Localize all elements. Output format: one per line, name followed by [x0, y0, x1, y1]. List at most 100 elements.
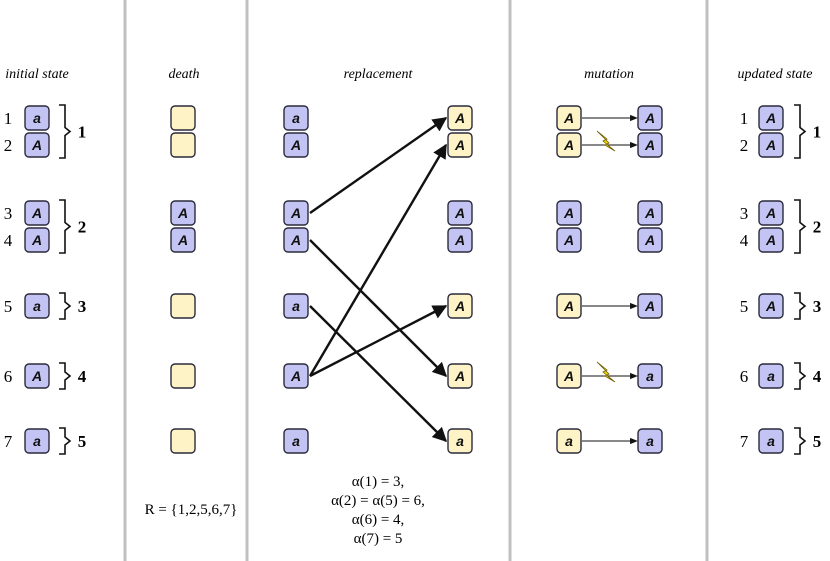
replacement-offspring-7: a	[447, 428, 473, 454]
initial-index-4: 4	[4, 231, 13, 250]
initial-individual-7: a	[24, 428, 50, 454]
initial-individual-7-allele: a	[33, 433, 41, 449]
death-survivor-3-allele: A	[177, 205, 188, 221]
replacement-offspring-3-allele: A	[454, 205, 465, 221]
updated-individual-7-allele: a	[767, 433, 775, 449]
death-column: AA	[170, 105, 196, 454]
initial-group-5-label: 5	[78, 432, 87, 451]
updated-individual-2-allele: A	[765, 137, 776, 153]
replacement-offspring-1-allele: A	[454, 110, 465, 126]
initial-index-5: 5	[4, 297, 13, 316]
replacement-parent-2: A	[283, 132, 309, 158]
death-slot-6	[170, 363, 196, 389]
alpha-line-4: α(7) = 5	[354, 531, 403, 547]
mutation-after-4: A	[637, 227, 663, 253]
column-dividers	[123, 0, 709, 561]
updated-individual-7: a	[758, 428, 784, 454]
initial-individual-1: a	[24, 105, 50, 131]
updated-group-3-label: 3	[813, 297, 822, 316]
updated-index-5: 5	[740, 297, 749, 316]
mutation-before-5-allele: A	[563, 298, 574, 314]
lightning-icon	[596, 361, 616, 383]
mutation-after-1-allele: A	[644, 110, 655, 126]
alpha-line-3: α(6) = 4,	[352, 512, 405, 528]
initial-individual-1-allele: a	[33, 110, 41, 126]
initial-individual-4: A	[24, 227, 50, 253]
initial-group-4-label: 4	[78, 367, 87, 386]
initial-group-3-label: 3	[78, 297, 87, 316]
updated-group-2: 2	[794, 199, 821, 254]
replacement-offspring-5: A	[447, 293, 473, 319]
replacement-parent-5-allele: a	[292, 298, 300, 314]
mutation-after-3: A	[637, 200, 663, 226]
initial-group-1-label: 1	[78, 123, 87, 142]
mutation-after-3-allele: A	[644, 205, 655, 221]
updated-group-5-label: 5	[813, 432, 822, 451]
initial-group-5: 5	[59, 427, 87, 455]
replacement-arrow-6-to-5	[309, 304, 448, 378]
mutation-after-5: A	[637, 293, 663, 319]
updated-index-3: 3	[740, 204, 749, 223]
replacement-parent-3-allele: A	[290, 205, 301, 221]
initial-index-6: 6	[4, 367, 13, 386]
updated-group-1: 1	[794, 104, 822, 159]
replacement-parent-3: A	[283, 200, 309, 226]
updated-individual-3-allele: A	[765, 205, 776, 221]
header-initial-state: initial state	[5, 67, 68, 82]
header-death: death	[168, 67, 199, 82]
alpha-line-1: α(1) = 3,	[352, 474, 405, 490]
updated-index-7: 7	[740, 432, 749, 451]
updated-group-4: 4	[794, 362, 822, 390]
mutation-before-1: A	[556, 105, 582, 131]
replacement-arrow-3-to-1	[309, 117, 448, 214]
mutation-before-6: A	[556, 363, 582, 389]
header-replacement: replacement	[344, 67, 414, 82]
updated-group-4-label: 4	[813, 367, 822, 386]
mutation-after-2: A	[637, 132, 663, 158]
updated-individual-4-allele: A	[765, 232, 776, 248]
updated-individual-4: A	[758, 227, 784, 253]
updated-index-4: 4	[740, 231, 749, 250]
updated-individual-3: A	[758, 200, 784, 226]
updated-individual-6-allele: a	[767, 368, 775, 384]
initial-individual-6-allele: A	[31, 368, 42, 384]
mutation-before-3: A	[556, 200, 582, 226]
initial-individual-2-allele: A	[31, 137, 42, 153]
updated-individual-5: A	[758, 293, 784, 319]
initial-index-2: 2	[4, 136, 13, 155]
replacement-arrow-5-to-7	[309, 305, 448, 443]
mutation-after-2-allele: A	[644, 137, 655, 153]
replacement-offspring-1: A	[447, 105, 473, 131]
death-survivor-4: A	[170, 227, 196, 253]
header-updated-state: updated state	[737, 67, 812, 82]
updated-individual-5-allele: A	[765, 298, 776, 314]
replacement-parent-5: a	[283, 293, 309, 319]
initial-individual-5-allele: a	[33, 298, 41, 314]
mutation-before-3-allele: A	[563, 205, 574, 221]
initial-group-2-label: 2	[78, 218, 87, 237]
replacement-parent-6: A	[283, 363, 309, 389]
alpha-line-2: α(2) = α(5) = 6,	[331, 493, 425, 509]
initial-individual-2: A	[24, 132, 50, 158]
initial-individual-3-allele: A	[31, 205, 42, 221]
replacement-offspring-4: A	[447, 227, 473, 253]
initial-index-1: 1	[4, 109, 13, 128]
lightning-icon	[596, 130, 616, 152]
initial-individual-4-allele: A	[31, 232, 42, 248]
mutation-after-6-allele: a	[646, 368, 654, 384]
replacement-parent-2-allele: A	[290, 137, 301, 153]
mutation-before-1-allele: A	[563, 110, 574, 126]
death-slot-7	[170, 428, 196, 454]
mutation-after-4-allele: A	[644, 232, 655, 248]
initial-group-2: 2	[59, 199, 87, 254]
replacement-parent-1-allele: a	[292, 110, 300, 126]
replacement-parent-1: a	[283, 105, 309, 131]
replacement-offspring-2: A	[447, 132, 473, 158]
updated-group-1-label: 1	[813, 123, 822, 142]
initial-individual-5: a	[24, 293, 50, 319]
updated-index-6: 6	[740, 367, 749, 386]
replacement-offspring-2-allele: A	[454, 137, 465, 153]
replacement-offspring-3: A	[447, 200, 473, 226]
